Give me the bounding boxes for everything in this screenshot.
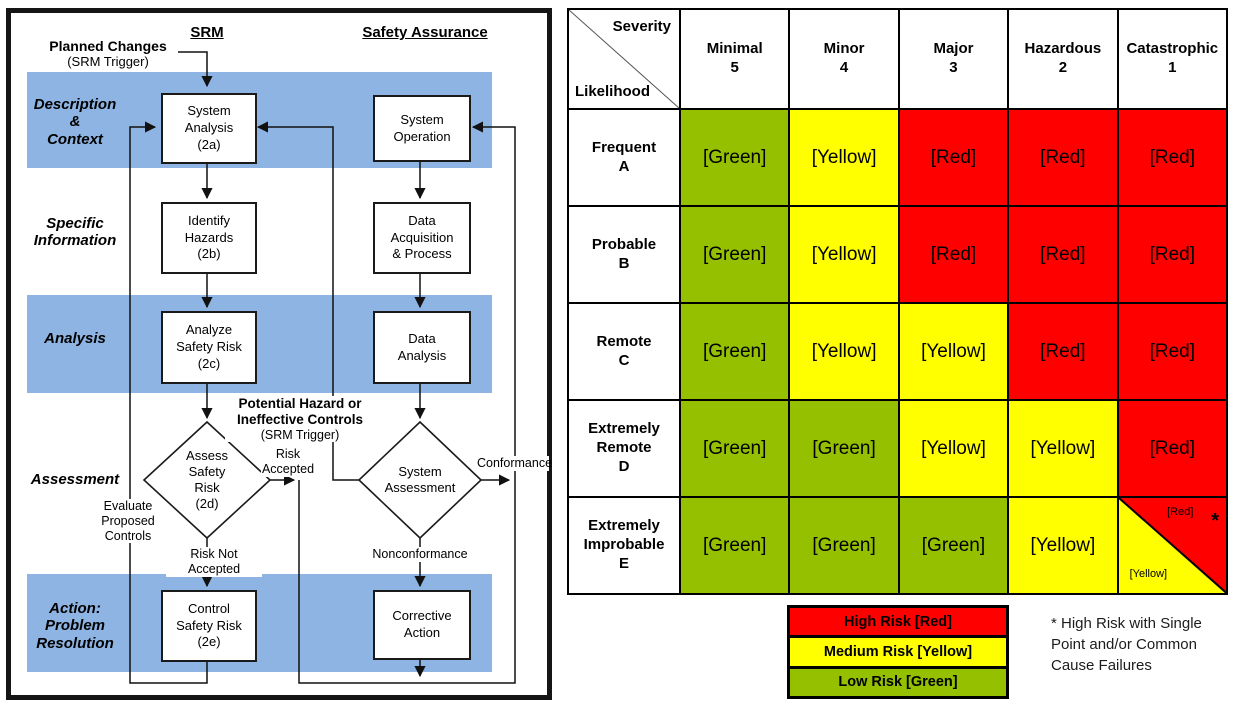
potential-hazard-label: Potential Hazard or Ineffective Controls… (225, 396, 375, 443)
risk-cell: [Red] (1116, 205, 1229, 304)
corrective-action-box: Corrective Action (373, 590, 471, 660)
risk-cell: [Red] (1007, 302, 1119, 401)
split-cell-yellow-label: [Yellow] (1129, 568, 1168, 580)
severity-likelihood-corner-cell: Severity Likelihood (567, 8, 681, 110)
risk-cell: [Yellow] (897, 399, 1010, 498)
potential-hazard-text: Potential Hazard or Ineffective Controls (236, 396, 364, 428)
assess-safety-risk-label: Assess Safety Risk (2d) (186, 447, 228, 512)
srm-column-title: SRM (190, 24, 224, 41)
severity-axis-label: Severity (612, 18, 671, 35)
risk-cell: [Red] (897, 108, 1010, 207)
risk-cell: [Yellow] (1007, 399, 1119, 498)
risk-cell: [Red] (1007, 205, 1119, 304)
control-safety-risk-box: Control Safety Risk (2e) (161, 590, 257, 662)
risk-cell: [Red] (1116, 399, 1229, 498)
column-header-major: Major 3 (897, 8, 1010, 110)
phase-label-description-context: Description & Context (33, 96, 117, 148)
column-header-minor: Minor 4 (788, 8, 900, 110)
risk-cell: [Yellow] (897, 302, 1010, 401)
risk-cell: [Green] (678, 205, 791, 304)
risk-cell: [Yellow] (788, 302, 900, 401)
row-header-extremely-remote: Extremely Remote D (567, 399, 681, 498)
nonconformance-label: Nonconformance (371, 547, 469, 562)
row-header-extremely-improbable: Extremely Improbable E (567, 496, 681, 595)
risk-legend: High Risk [Red] Medium Risk [Yellow] Low… (787, 605, 1009, 699)
system-analysis-box: System Analysis (2a) (161, 93, 257, 164)
risk-cell: [Yellow] (788, 108, 900, 207)
phase-label-assessment: Assessment (30, 471, 120, 488)
planned-changes-line2: (SRM Trigger) (67, 54, 149, 69)
risk-not-accepted-label: Risk Not Accepted (166, 547, 262, 577)
single-point-failure-footnote: * High Risk with Single Point and/or Com… (1051, 615, 1202, 674)
risk-matrix-table: Severity Likelihood Minimal 5 Minor 4 Ma… (567, 8, 1229, 595)
assess-safety-risk-diamond (142, 420, 272, 540)
phase-label-analysis: Analysis (44, 330, 106, 347)
identify-hazards-box: Identify Hazards (2b) (161, 202, 257, 274)
row-header-frequent: Frequent A (567, 108, 681, 207)
data-analysis-box: Data Analysis (373, 311, 471, 384)
risk-cell: [Red] (897, 205, 1010, 304)
risk-cell: [Green] (678, 108, 791, 207)
planned-changes-line1: Planned Changes (49, 38, 167, 54)
risk-cell: [Green] (897, 496, 1010, 595)
row-header-probable: Probable B (567, 205, 681, 304)
split-cell-asterisk: * (1211, 510, 1219, 532)
risk-accepted-label: Risk Accepted (261, 447, 315, 477)
risk-cell: [Green] (678, 496, 791, 595)
risk-cell: [Yellow] (1007, 496, 1119, 595)
legend-item-low-risk: Low Risk [Green] (790, 665, 1006, 696)
conformance-label: Conformance (477, 456, 553, 471)
risk-cell: [Green] (678, 302, 791, 401)
risk-cell: [Green] (678, 399, 791, 498)
risk-cell: [Red] (1007, 108, 1119, 207)
potential-hazard-subtext: (SRM Trigger) (260, 428, 340, 443)
system-assessment-label: System Assessment (384, 463, 456, 495)
phase-label-specific-information: Specific Information (33, 215, 117, 250)
flowchart-frame (6, 8, 552, 700)
system-assessment-diamond (357, 420, 483, 540)
column-header-minimal: Minimal 5 (678, 8, 791, 110)
planned-changes-label: Planned Changes (SRM Trigger) (38, 38, 178, 69)
system-operation-box: System Operation (373, 95, 471, 162)
safety-assurance-column-title: Safety Assurance (362, 24, 488, 41)
risk-cell: [Red] (1116, 108, 1229, 207)
row-header-remote: Remote C (567, 302, 681, 401)
column-header-hazardous: Hazardous 2 (1007, 8, 1119, 110)
column-header-catastrophic: Catastrophic 1 (1116, 8, 1229, 110)
likelihood-axis-label: Likelihood (575, 83, 650, 100)
risk-cell: [Green] (788, 496, 900, 595)
data-acquisition-box: Data Acquisition & Process (373, 202, 471, 274)
evaluate-proposed-controls-label: Evaluate Proposed Controls (99, 499, 157, 544)
split-cell-diagonal-line (1119, 498, 1226, 593)
corner-diagonal-line (569, 10, 679, 108)
legend-item-medium-risk: Medium Risk [Yellow] (790, 635, 1006, 666)
split-risk-cell: [Red] * [Yellow] (1116, 496, 1229, 595)
risk-cell: [Yellow] (788, 205, 900, 304)
analyze-safety-risk-box: Analyze Safety Risk (2c) (161, 311, 257, 384)
legend-item-high-risk: High Risk [Red] (790, 608, 1006, 636)
phase-label-action: Action: Problem Resolution (36, 600, 114, 652)
split-cell-red-label: [Red] (1167, 506, 1194, 518)
risk-cell: [Red] (1116, 302, 1229, 401)
risk-cell: [Green] (788, 399, 900, 498)
